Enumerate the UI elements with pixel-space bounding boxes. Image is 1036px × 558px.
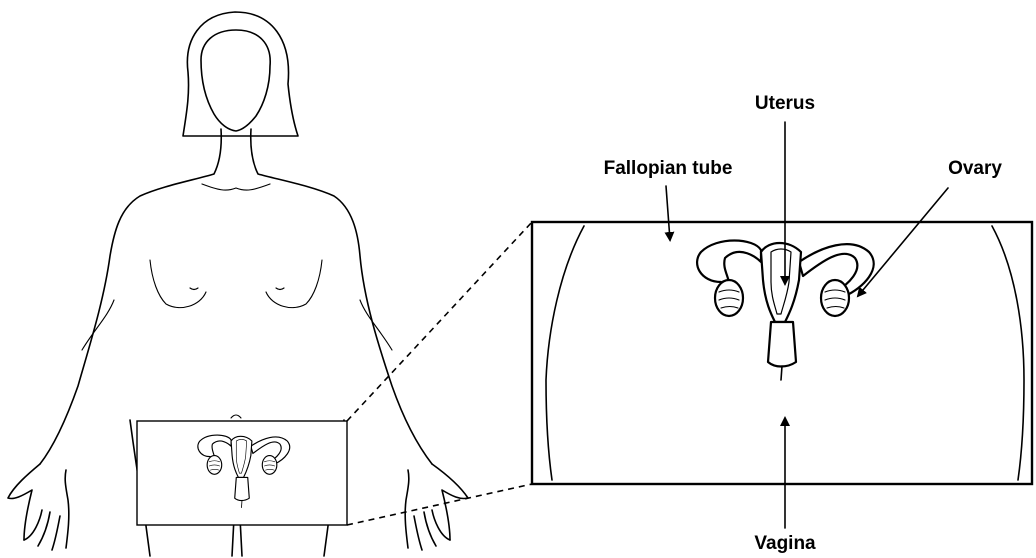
zoom-connector-lines bbox=[347, 222, 532, 525]
enlarged-view bbox=[532, 222, 1032, 484]
label-uterus: Uterus bbox=[755, 93, 815, 114]
label-ovary: Ovary bbox=[948, 158, 1002, 179]
label-fallopian-tube: Fallopian tube bbox=[604, 158, 733, 179]
label-vagina: Vagina bbox=[754, 533, 816, 554]
small-view bbox=[137, 421, 347, 525]
